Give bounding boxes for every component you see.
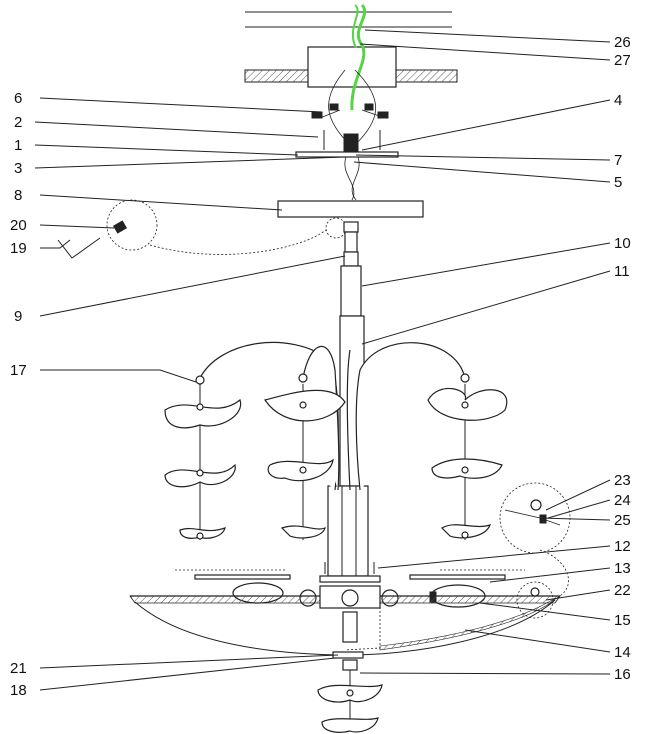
label-22: 22 (614, 582, 631, 599)
label-2: 2 (14, 114, 22, 131)
lamp-arms (195, 341, 470, 491)
label-21: 21 (10, 660, 27, 677)
label-20: 20 (10, 217, 27, 234)
mounting-bar (295, 151, 399, 201)
label-12: 12 (614, 538, 631, 555)
label-16: 16 (614, 666, 631, 683)
label-25: 25 (614, 512, 631, 529)
label-8: 8 (14, 187, 22, 204)
label-27: 27 (614, 52, 631, 69)
label-5: 5 (614, 174, 622, 191)
label-11: 11 (614, 263, 630, 280)
label-17: 17 (10, 362, 27, 379)
leaf-shade-left (164, 384, 242, 540)
leaf-shade-middle (264, 384, 346, 540)
label-15: 15 (614, 612, 631, 629)
clip-details (499, 482, 571, 619)
label-3: 3 (14, 160, 22, 177)
label-24: 24 (614, 492, 631, 509)
label-10: 10 (614, 235, 631, 252)
label-6: 6 (14, 90, 22, 107)
leader-lines (34, 29, 611, 691)
label-26: 26 (614, 34, 631, 51)
label-23: 23 (614, 472, 631, 489)
label-7: 7 (614, 152, 622, 169)
bottom-finial (317, 611, 383, 733)
label-1: 1 (14, 137, 22, 154)
glass-plates (175, 562, 525, 583)
label-9: 9 (14, 308, 22, 325)
ceiling (244, 11, 458, 88)
callout-labels: 6 2 1 3 8 20 19 9 17 21 18 26 27 4 7 5 1… (10, 34, 631, 699)
leaf-shade-right (427, 384, 508, 540)
label-19: 19 (10, 240, 27, 257)
label-18: 18 (10, 682, 27, 699)
wire-connectors (311, 69, 389, 155)
label-13: 13 (614, 560, 631, 577)
label-14: 14 (614, 644, 631, 661)
supply-wire (350, 3, 367, 111)
label-4: 4 (614, 92, 622, 109)
